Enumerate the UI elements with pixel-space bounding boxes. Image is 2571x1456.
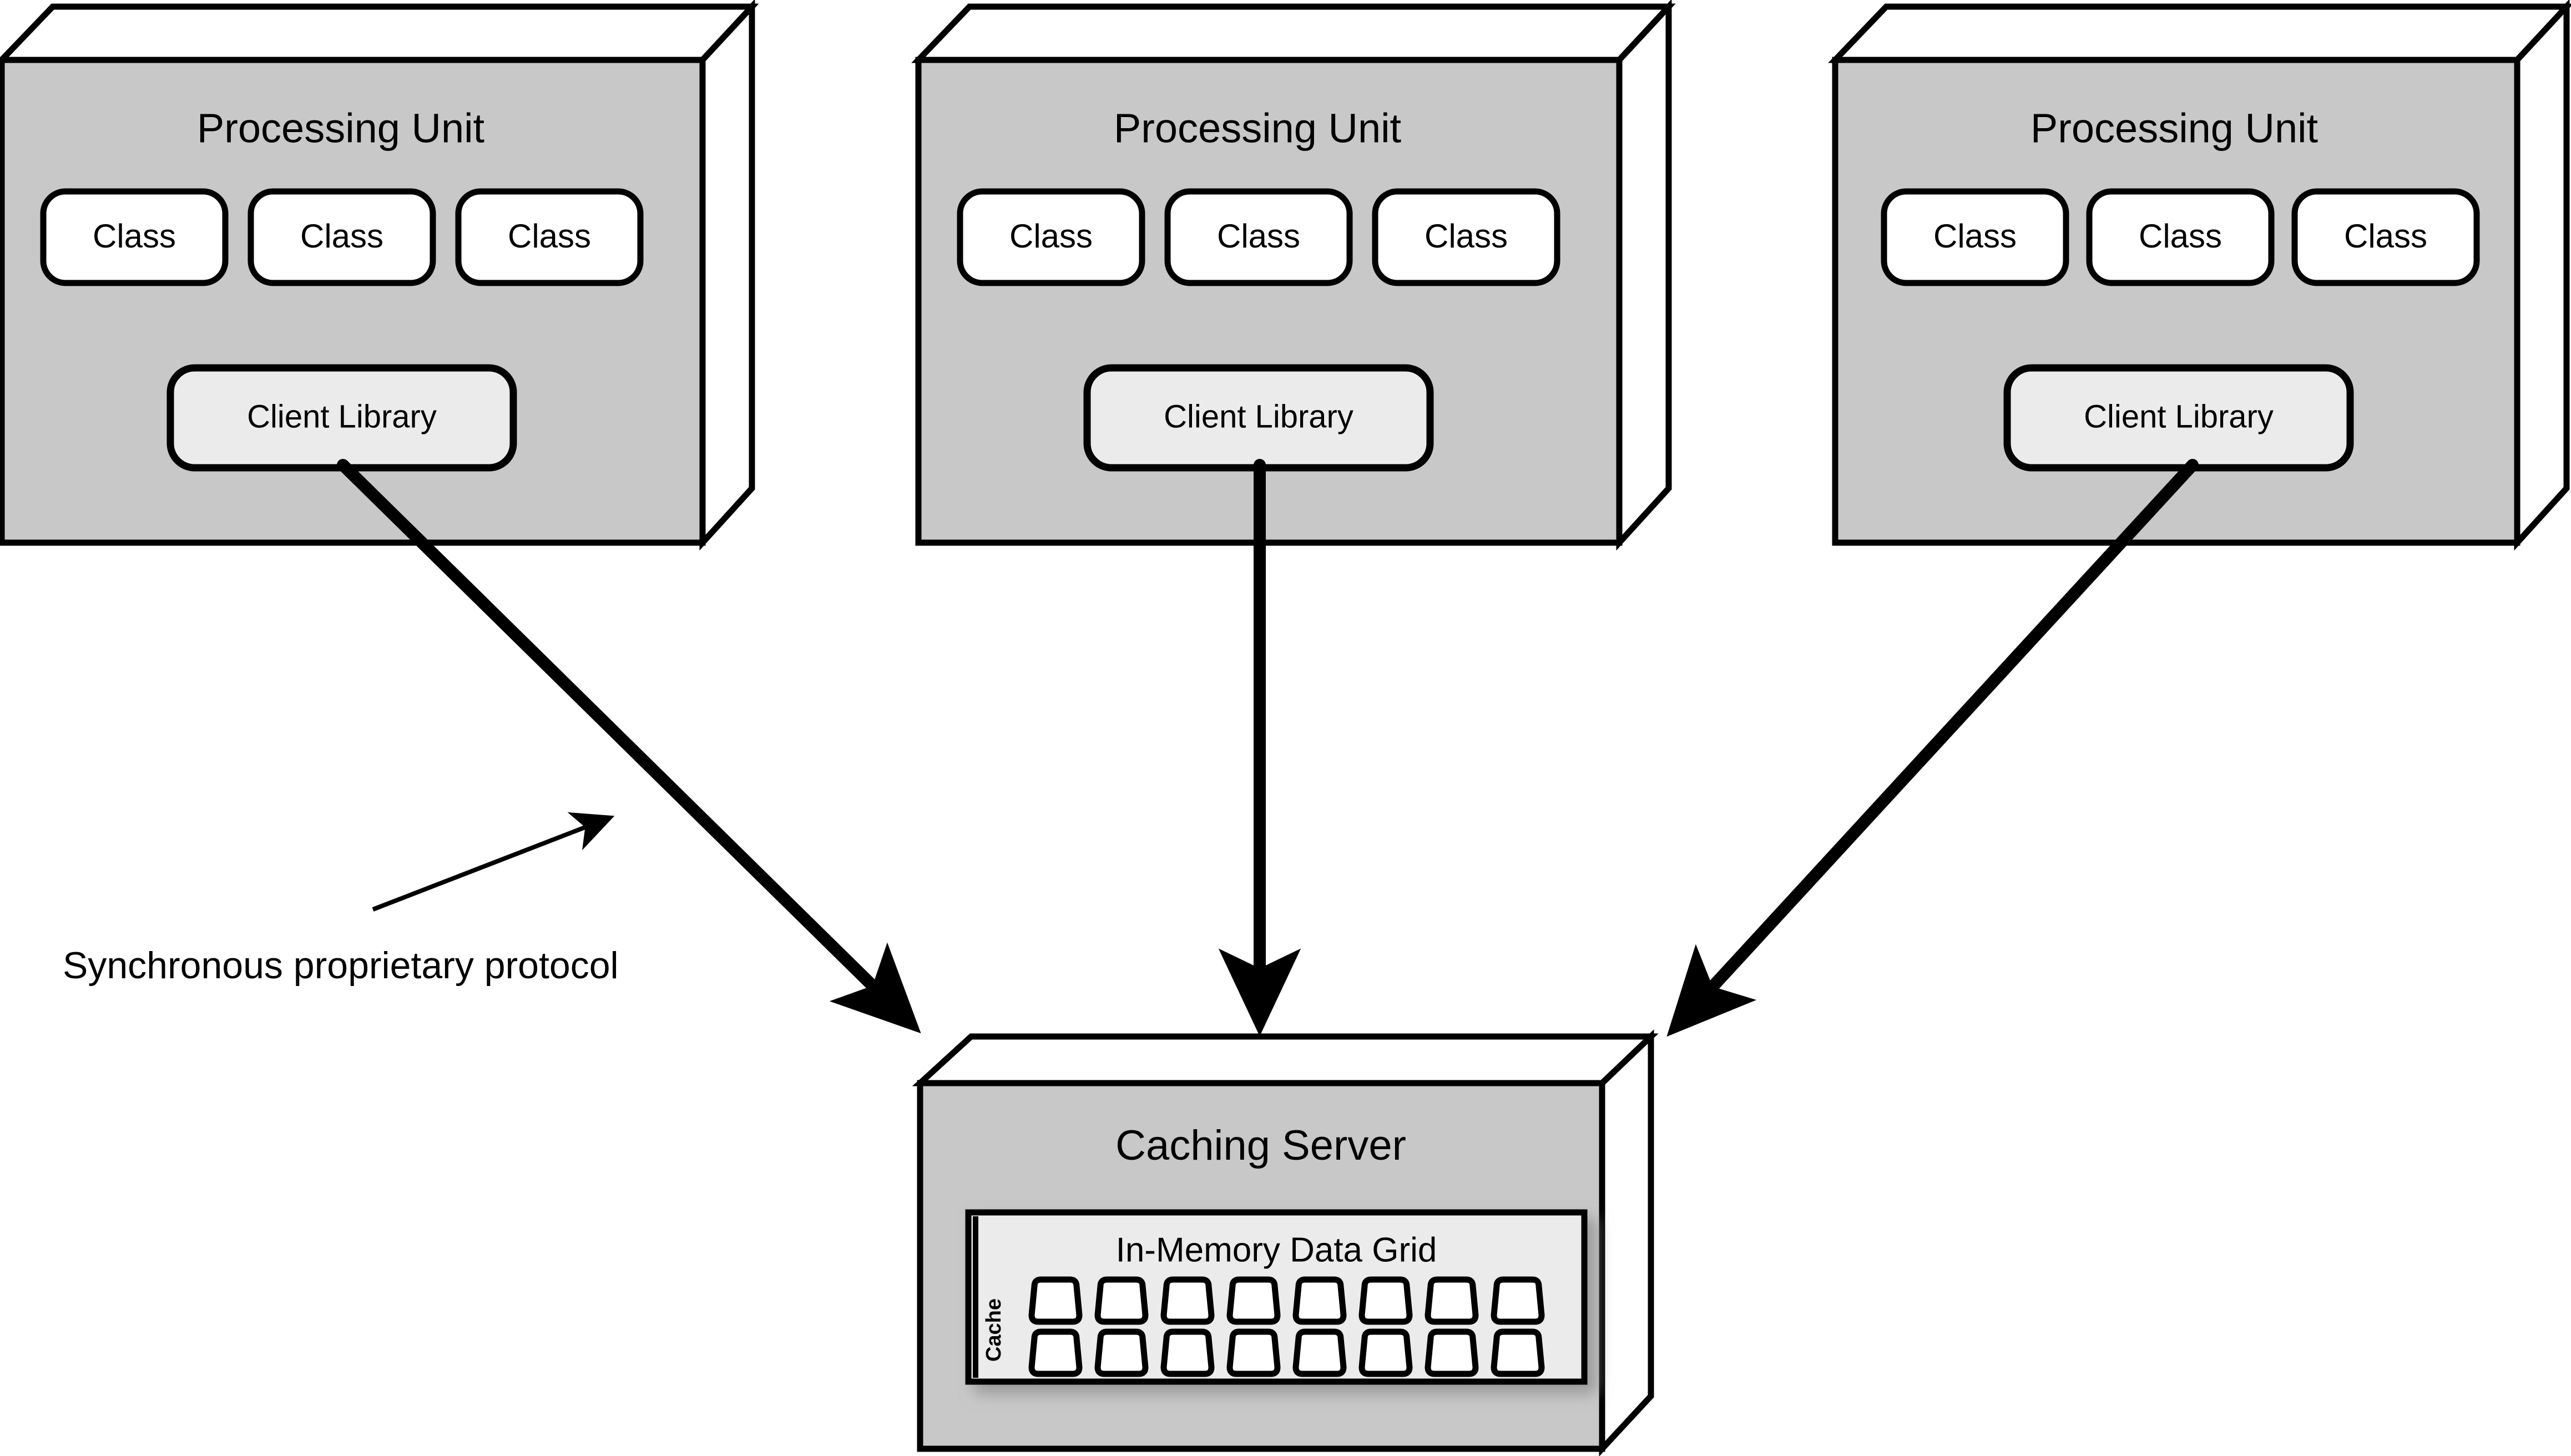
processing-unit-3[interactable]: Processing Unit Class Class Class Client… [1828,0,2571,551]
pu3-client-library-box[interactable] [2003,364,2354,472]
pu3-class-box-1[interactable] [1881,188,2069,286]
pu1-title: Processing Unit [197,105,485,151]
connection-arrows [337,459,2199,1037]
cache-cell[interactable] [1292,1328,1347,1377]
connection-arrow-pu3-to-server[interactable] [1666,459,2199,1037]
pu2-class-box-2[interactable] [1164,188,1353,286]
caching-server-title: Caching Server [1115,1122,1406,1169]
cache-side-label: Cache [982,1298,1006,1362]
pu3-class-label-2: Class [2139,218,2222,255]
pu2-side-face [1616,0,1672,551]
cache-cell-row-2 [1028,1328,1545,1377]
cache-cell[interactable] [1425,1328,1479,1377]
pu3-class-box-2[interactable] [2086,188,2275,286]
pu3-class-box-3[interactable] [2291,188,2480,286]
pu1-side-face [699,0,755,551]
caching-server[interactable]: Caching Server In-Memory Data Grid Cache [912,1029,1659,1456]
pu1-class-label-3: Class [508,218,591,255]
pu1-client-library-label: Client Library [247,398,437,434]
cache-cell[interactable] [1028,1276,1083,1325]
cache-cell[interactable] [1094,1276,1149,1325]
cache-cell[interactable] [1028,1328,1083,1377]
imdg-title: In-Memory Data Grid [1116,1231,1437,1269]
server-side-face [1599,1029,1654,1456]
processing-unit-1[interactable]: Processing Unit Class Class Class Client… [0,0,759,551]
processing-unit-2[interactable]: Processing Unit Class Class Class Client… [911,0,1676,551]
cache-cell[interactable] [1425,1276,1479,1325]
pu2-class-label-3: Class [1425,218,1508,255]
connection-arrow-pu1-to-server[interactable] [337,459,921,1034]
cache-cell[interactable] [1491,1328,1545,1377]
pu1-class-box-3[interactable] [455,188,644,286]
protocol-annotation-pointer-arrow [372,812,615,912]
server-top-face [912,1033,1659,1086]
pu2-class-box-3[interactable] [1372,188,1560,286]
cache-cell[interactable] [1358,1276,1413,1325]
protocol-annotation-label: Synchronous proprietary protocol [63,944,619,987]
pu1-class-label-2: Class [300,218,383,255]
pu2-title: Processing Unit [1114,105,1402,151]
pu1-top-face [0,3,759,63]
pu3-title: Processing Unit [2030,105,2319,151]
cache-cell[interactable] [1292,1276,1347,1325]
pu1-class-box-2[interactable] [247,188,436,286]
pu3-top-face [1828,3,2571,63]
pu1-class-box-1[interactable] [40,188,229,286]
pu2-class-box-1[interactable] [957,188,1145,286]
cache-cell[interactable] [1491,1276,1545,1325]
pu2-client-library-label: Client Library [1164,398,1353,434]
cache-cell[interactable] [1160,1276,1215,1325]
pu1-class-label-1: Class [93,218,176,255]
pu2-top-face [911,3,1676,63]
pu3-class-label-1: Class [1933,218,2017,255]
cache-cell[interactable] [1358,1328,1413,1377]
cache-cell[interactable] [1094,1328,1149,1377]
cache-cell[interactable] [1226,1328,1281,1377]
protocol-annotation: Synchronous proprietary protocol [63,812,619,987]
pu3-side-face [2514,0,2570,551]
pu2-class-label-2: Class [1217,218,1300,255]
cache-cell[interactable] [1226,1276,1281,1325]
pu2-class-label-1: Class [1009,218,1093,255]
pu3-client-library-label: Client Library [2084,398,2274,434]
cache-cell-row-1 [1028,1276,1545,1325]
pu3-class-label-3: Class [2344,218,2427,255]
cache-cell[interactable] [1160,1328,1215,1377]
